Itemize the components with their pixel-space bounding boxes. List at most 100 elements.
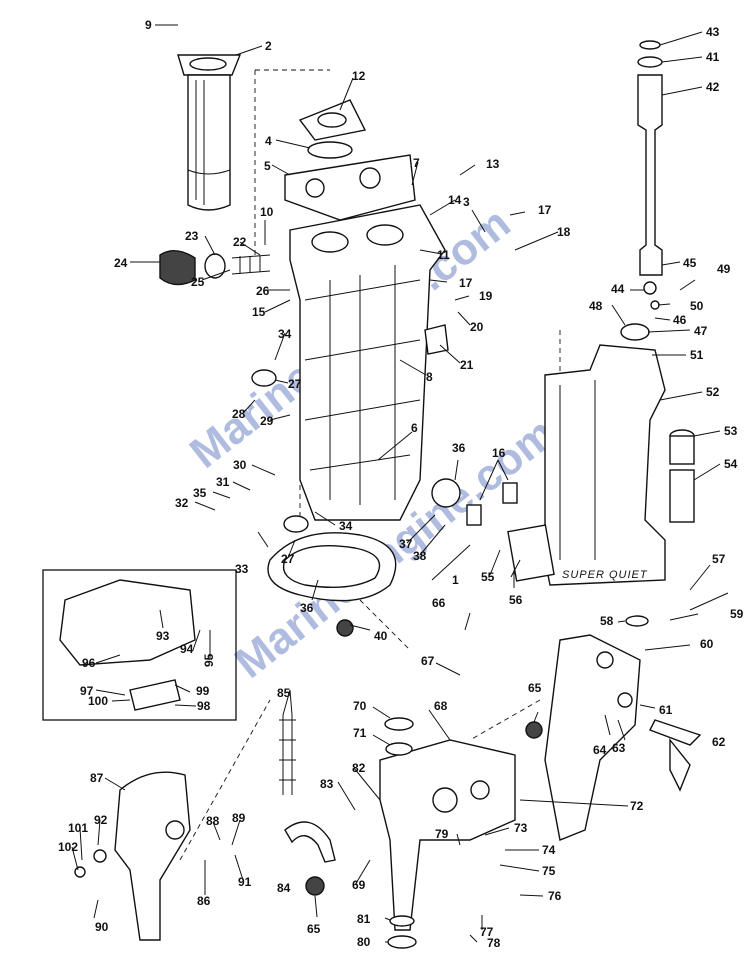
callout-44: 44 (611, 282, 625, 296)
callout-50: 50 (690, 299, 704, 313)
callout-85: 85 (277, 686, 291, 700)
tilt-strap-part (284, 821, 336, 863)
callout-52: 52 (706, 385, 720, 399)
callout-36b: 36 (300, 601, 314, 615)
callout-47: 47 (694, 324, 708, 338)
callout-31: 31 (216, 475, 230, 489)
callout-11: 11 (437, 248, 450, 262)
callout-71: 71 (353, 726, 367, 740)
midsection-housing-part (289, 204, 446, 521)
assembly-guide-right (179, 330, 561, 861)
callout-96: 96 (82, 656, 96, 670)
callout-38: 38 (413, 549, 427, 563)
callout-35: 35 (193, 486, 207, 500)
top-gaskets-part (284, 99, 416, 221)
callout-24: 24 (114, 256, 128, 270)
callout-79: 79 (435, 827, 449, 841)
callout-83: 83 (320, 777, 334, 791)
callout-81: 81 (357, 912, 371, 926)
callout-41: 41 (706, 50, 720, 64)
callout-84: 84 (277, 881, 291, 895)
callout-34a: 34 (278, 327, 292, 341)
left-stern-bracket-part (114, 771, 191, 941)
callout-21: 21 (460, 358, 474, 372)
callout-66: 66 (432, 596, 446, 610)
callout-7: 7 (413, 156, 420, 170)
callout-77: 77 (480, 925, 494, 939)
callout-labels: 1 2 3 4 5 6 7 8 9 10 11 12 13 14 15 16 1… (58, 18, 744, 950)
callout-17b: 17 (459, 276, 473, 290)
callout-70: 70 (353, 699, 367, 713)
callout-46: 46 (673, 313, 687, 327)
callout-89: 89 (232, 811, 246, 825)
callout-65b: 65 (307, 922, 321, 936)
exhaust-seal-part (267, 532, 397, 602)
callout-61: 61 (659, 703, 673, 717)
callout-23: 23 (185, 229, 199, 243)
steering-shaft-part (637, 40, 663, 276)
callout-60: 60 (700, 637, 714, 651)
housing-brand-text: SUPER QUIET (562, 569, 648, 581)
callout-17a: 17 (538, 203, 552, 217)
callout-42: 42 (706, 80, 720, 94)
callout-72: 72 (630, 799, 644, 813)
swivel-housing-part: SUPER QUIET (544, 344, 695, 586)
callout-15: 15 (252, 305, 266, 319)
exhaust-tube-part (177, 54, 242, 211)
callout-56: 56 (509, 593, 523, 607)
callout-29: 29 (260, 414, 274, 428)
callout-55: 55 (481, 570, 495, 584)
callout-49: 49 (717, 262, 731, 276)
callout-12: 12 (352, 69, 366, 83)
callout-93: 93 (156, 629, 170, 643)
callout-102: 102 (58, 840, 78, 854)
callout-20: 20 (470, 320, 484, 334)
inset-box (42, 569, 237, 721)
callout-13: 13 (486, 157, 500, 171)
callout-86: 86 (197, 894, 211, 908)
callout-14: 14 (448, 193, 462, 207)
callout-36a: 36 (452, 441, 466, 455)
callout-30: 30 (233, 458, 247, 472)
callout-59: 59 (730, 607, 744, 621)
callout-10: 10 (260, 205, 274, 219)
callout-45: 45 (683, 256, 697, 270)
shift-bellows-part (159, 250, 271, 286)
callout-80: 80 (357, 935, 371, 949)
callout-97: 97 (80, 684, 94, 698)
callout-76: 76 (548, 889, 562, 903)
callout-33: 33 (235, 562, 249, 576)
callout-26: 26 (256, 284, 270, 298)
callout-22: 22 (233, 235, 247, 249)
callout-75: 75 (542, 864, 556, 878)
callout-27a: 27 (288, 377, 302, 391)
callout-99: 99 (196, 684, 210, 698)
callout-34b: 34 (339, 519, 353, 533)
callout-9: 9 (145, 18, 152, 32)
callout-48: 48 (589, 299, 603, 313)
callout-74: 74 (542, 843, 556, 857)
clamp-bracket-part (379, 739, 516, 931)
callout-18: 18 (557, 225, 571, 239)
callout-94: 94 (180, 642, 194, 656)
callout-69: 69 (352, 878, 366, 892)
callout-98: 98 (197, 699, 211, 713)
callout-51: 51 (690, 348, 704, 362)
callout-28: 28 (232, 407, 246, 421)
callout-73: 73 (514, 821, 528, 835)
callout-4: 4 (265, 134, 272, 148)
callout-53: 53 (724, 424, 738, 438)
callout-64: 64 (593, 743, 607, 757)
callout-68: 68 (434, 699, 448, 713)
callout-62: 62 (712, 735, 726, 749)
callout-92: 92 (94, 813, 108, 827)
callout-95: 95 (202, 653, 216, 667)
callout-37: 37 (399, 537, 413, 551)
callout-58: 58 (600, 614, 614, 628)
callout-90: 90 (95, 920, 109, 934)
callout-100: 100 (88, 694, 108, 708)
cover-plate-part (507, 524, 555, 582)
callout-78: 78 (487, 936, 501, 950)
callout-101: 101 (68, 821, 88, 835)
